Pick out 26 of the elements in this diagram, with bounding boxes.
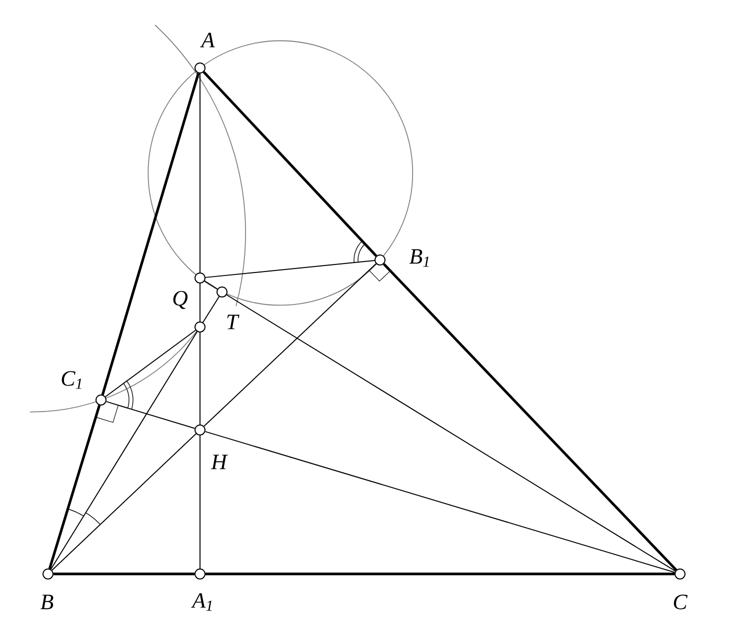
point-label: B$_{1}$ — [409, 249, 429, 267]
line-segment — [50, 331, 198, 570]
line-segment — [54, 572, 194, 576]
line-segment — [202, 71, 378, 257]
line-segment — [202, 296, 220, 323]
line-segment — [106, 401, 196, 429]
line-segment — [204, 431, 676, 573]
line-segment — [204, 260, 376, 278]
point-label: A$_{1}$ — [191, 593, 212, 611]
point-label: B — [40, 594, 54, 610]
point-label: T — [227, 314, 240, 330]
point-label: Q — [173, 290, 188, 310]
line-segment — [52, 433, 197, 571]
line-segment — [206, 572, 674, 576]
line-segment — [48, 404, 101, 570]
line-segment — [204, 263, 376, 427]
line-segment — [104, 330, 196, 398]
point-label: C — [674, 594, 688, 610]
line-segment — [382, 263, 678, 571]
point-label: A — [200, 32, 215, 48]
line-segment — [101, 72, 200, 396]
line-segment — [204, 280, 218, 290]
point-label: C$_{1}$ — [62, 371, 82, 389]
point-marker — [194, 321, 206, 332]
line-segment — [226, 294, 676, 572]
point-label: H — [210, 454, 228, 470]
